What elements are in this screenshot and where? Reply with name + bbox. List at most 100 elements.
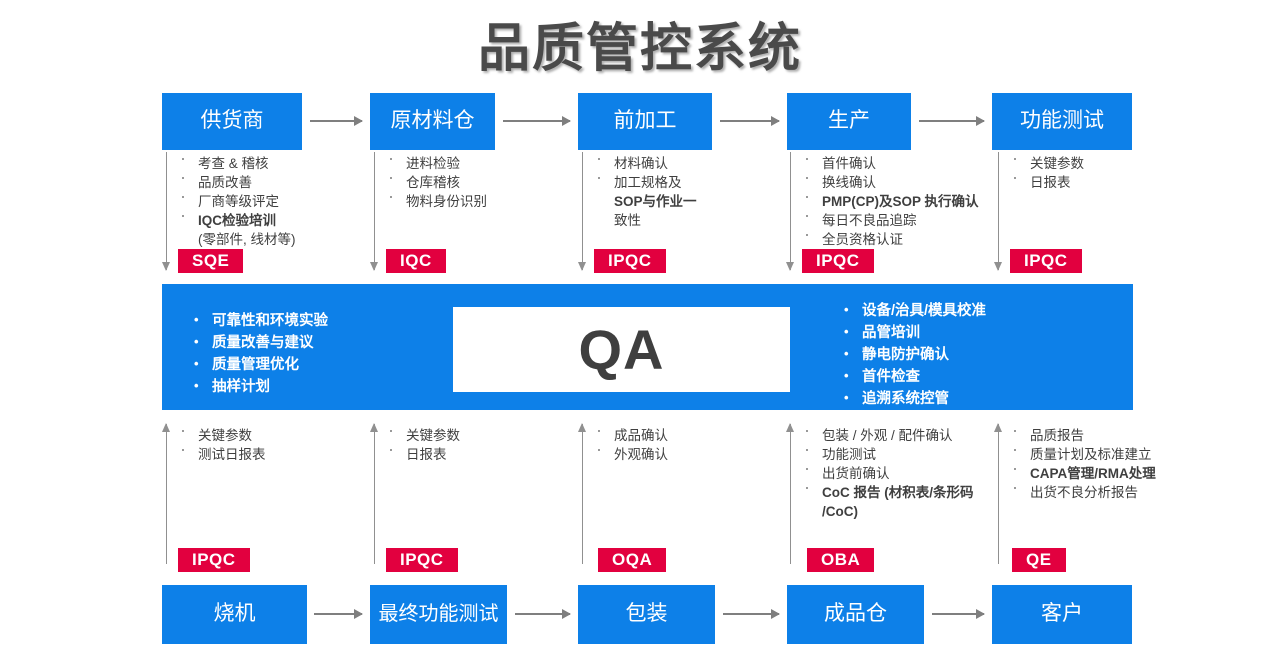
bullet-item: 出货不良分析报告 (1010, 478, 1185, 502)
flow-line-down-col3 (578, 152, 586, 271)
qa-label: QA (578, 318, 665, 381)
role-tag-label: IPQC (192, 550, 236, 569)
arrow-preprocessing-to-production (720, 116, 780, 126)
process-box-label: 供货商 (200, 109, 264, 133)
bullet-item: (零部件, 线材等) (198, 232, 296, 247)
qa-left-bullets: 可靠性和环境实验质量改善与建议质量管理优化抽样计划 (192, 309, 328, 398)
bullet-item: 测试日报表 (178, 440, 353, 464)
arrow-warehouse-to-preprocessing (503, 116, 571, 126)
role-tag-qe[interactable]: QE (1012, 548, 1066, 572)
bullet-item: 首件确认 (802, 149, 992, 173)
flow-line-up-col1 (162, 423, 170, 564)
qa-bullet-item: 抽样计划 (192, 375, 328, 398)
qa-bullet-item: 可靠性和环境实验 (192, 309, 328, 332)
flow-line-down-col4 (786, 152, 794, 271)
role-tag-ipqc-final-function-test[interactable]: IPQC (386, 548, 458, 572)
bullet-item: 仓库稽核 (386, 168, 561, 192)
arrow-packing-to-finished-goods (723, 609, 780, 619)
bullet-list-oba-finished-goods: 包装 / 外观 / 配件确认功能测试出货前确认CoC 报告 (材积表/条形码/C… (802, 421, 992, 521)
qa-bullet-item: 静电防护确认 (842, 343, 986, 366)
flow-line-down-col2 (370, 152, 378, 271)
process-box-finished-goods-warehouse[interactable]: 成品仓 (787, 585, 924, 644)
process-box-final-function-test[interactable]: 最终功能测试 (370, 585, 507, 644)
role-tag-ipqc-production[interactable]: IPQC (802, 249, 874, 273)
bullet-item: IQC检验培训 (178, 206, 353, 230)
process-box-label: 包装 (625, 602, 668, 626)
role-tag-label: OQA (612, 550, 653, 569)
bullet-item: 厂商等级评定 (178, 187, 353, 211)
role-tag-label: QE (1026, 550, 1052, 569)
role-tag-oba[interactable]: OBA (807, 548, 875, 572)
process-box-label: 前加工 (613, 109, 677, 133)
role-tag-label: IPQC (1024, 251, 1068, 270)
qa-bullet-item: 质量改善与建议 (192, 331, 328, 354)
flow-line-up-col4 (786, 423, 794, 564)
qa-band: 可靠性和环境实验质量改善与建议质量管理优化抽样计划 QA 设备/治具/模具校准品… (162, 284, 1133, 410)
bullet-item: 材料确认 (594, 149, 719, 173)
bullet-item: CAPA管理/RMA处理 (1010, 459, 1185, 483)
role-tag-iqc[interactable]: IQC (386, 249, 446, 273)
bullet-item: SOP与作业一 (614, 194, 697, 209)
bullet-item: 品质报告 (1010, 421, 1185, 445)
role-tag-label: IPQC (608, 251, 652, 270)
process-box-label: 功能测试 (1020, 109, 1104, 133)
role-tag-ipqc-function-test[interactable]: IPQC (1010, 249, 1082, 273)
process-box-label: 成品仓 (824, 602, 887, 626)
qa-bullet-item: 品管培训 (842, 321, 986, 344)
bullet-list-ipqc-preprocessing: 材料确认加工规格及SOP与作业一致性 (594, 149, 719, 230)
process-box-burn-in[interactable]: 烧机 (162, 585, 307, 644)
bullet-item: PMP(CP)及SOP 执行确认 (802, 187, 992, 211)
process-box-packing[interactable]: 包装 (578, 585, 715, 644)
process-box-production[interactable]: 生产 (787, 93, 911, 150)
bullet-item: 包装 / 外观 / 配件确认 (802, 421, 992, 445)
role-tag-ipqc-burn-in[interactable]: IPQC (178, 548, 250, 572)
role-tag-oqa[interactable]: OQA (598, 548, 667, 572)
bullet-list-sqe: 考查 & 稽核品质改善厂商等级评定IQC检验培训 (零部件, 线材等) (178, 149, 353, 249)
flow-line-down-col1 (162, 152, 170, 271)
flow-line-up-col5 (994, 423, 1002, 564)
role-tag-label: OBA (821, 550, 861, 569)
flow-line-down-col5 (994, 152, 1002, 271)
bullet-item: 成品确认 (594, 421, 769, 445)
process-box-pre-processing[interactable]: 前加工 (578, 93, 712, 150)
qa-center-box: QA (453, 307, 790, 392)
bullet-item: 出货前确认 (802, 459, 992, 483)
bullet-item: 外观确认 (594, 440, 769, 464)
process-box-label: 烧机 (213, 602, 256, 626)
bullet-list-ipqc-burn-in: 关键参数测试日报表 (178, 421, 353, 464)
process-box-label: 生产 (828, 109, 870, 133)
bullet-item: 功能测试 (802, 440, 992, 464)
role-tag-label: SQE (192, 251, 230, 270)
bullet-list-ipqc-function-test: 关键参数日报表 (1010, 149, 1170, 192)
bullet-item: 关键参数 (1010, 149, 1170, 173)
arrow-finished-goods-to-customer (932, 609, 985, 619)
arrow-final-test-to-packing (515, 609, 571, 619)
bullet-item: CoC 报告 (材积表/条形码 (802, 478, 992, 502)
bullet-item: 质量计划及标准建立 (1010, 440, 1185, 464)
bullet-item: 全员资格认证 (802, 225, 992, 249)
bullet-item: 致性 (614, 213, 641, 228)
arrow-supplier-to-warehouse (310, 116, 363, 126)
process-box-customer[interactable]: 客户 (992, 585, 1132, 644)
bullet-item: 日报表 (1010, 168, 1170, 192)
arrow-production-to-function-test (919, 116, 985, 126)
process-box-function-test[interactable]: 功能测试 (992, 93, 1132, 150)
bullet-item: 考查 & 稽核 (178, 149, 353, 173)
page-title: 品质管控系统 (477, 20, 802, 78)
role-tag-sqe[interactable]: SQE (178, 249, 244, 273)
bullet-item: 每日不良品追踪 (802, 206, 992, 230)
qa-bullet-item: 首件检查 (842, 365, 986, 388)
flow-line-up-col2 (370, 423, 378, 564)
role-tag-label: IPQC (816, 251, 860, 270)
bullet-list-qe-customer: 品质报告质量计划及标准建立CAPA管理/RMA处理出货不良分析报告 (1010, 421, 1185, 502)
bullet-item: 品质改善 (178, 168, 353, 192)
arrow-burn-in-to-final-test (314, 609, 363, 619)
bullet-list-ipqc-production: 首件确认换线确认PMP(CP)及SOP 执行确认每日不良品追踪全员资格认证 (802, 149, 992, 249)
role-tag-ipqc-preprocessing[interactable]: IPQC (594, 249, 666, 273)
bullet-list-iqc: 进料检验仓库稽核物料身份识别 (386, 149, 561, 211)
process-box-supplier[interactable]: 供货商 (162, 93, 302, 150)
qa-bullet-item: 设备/治具/模具校准 (842, 299, 986, 322)
process-box-raw-material-warehouse[interactable]: 原材料仓 (370, 93, 495, 150)
process-box-label: 原材料仓 (390, 109, 475, 133)
